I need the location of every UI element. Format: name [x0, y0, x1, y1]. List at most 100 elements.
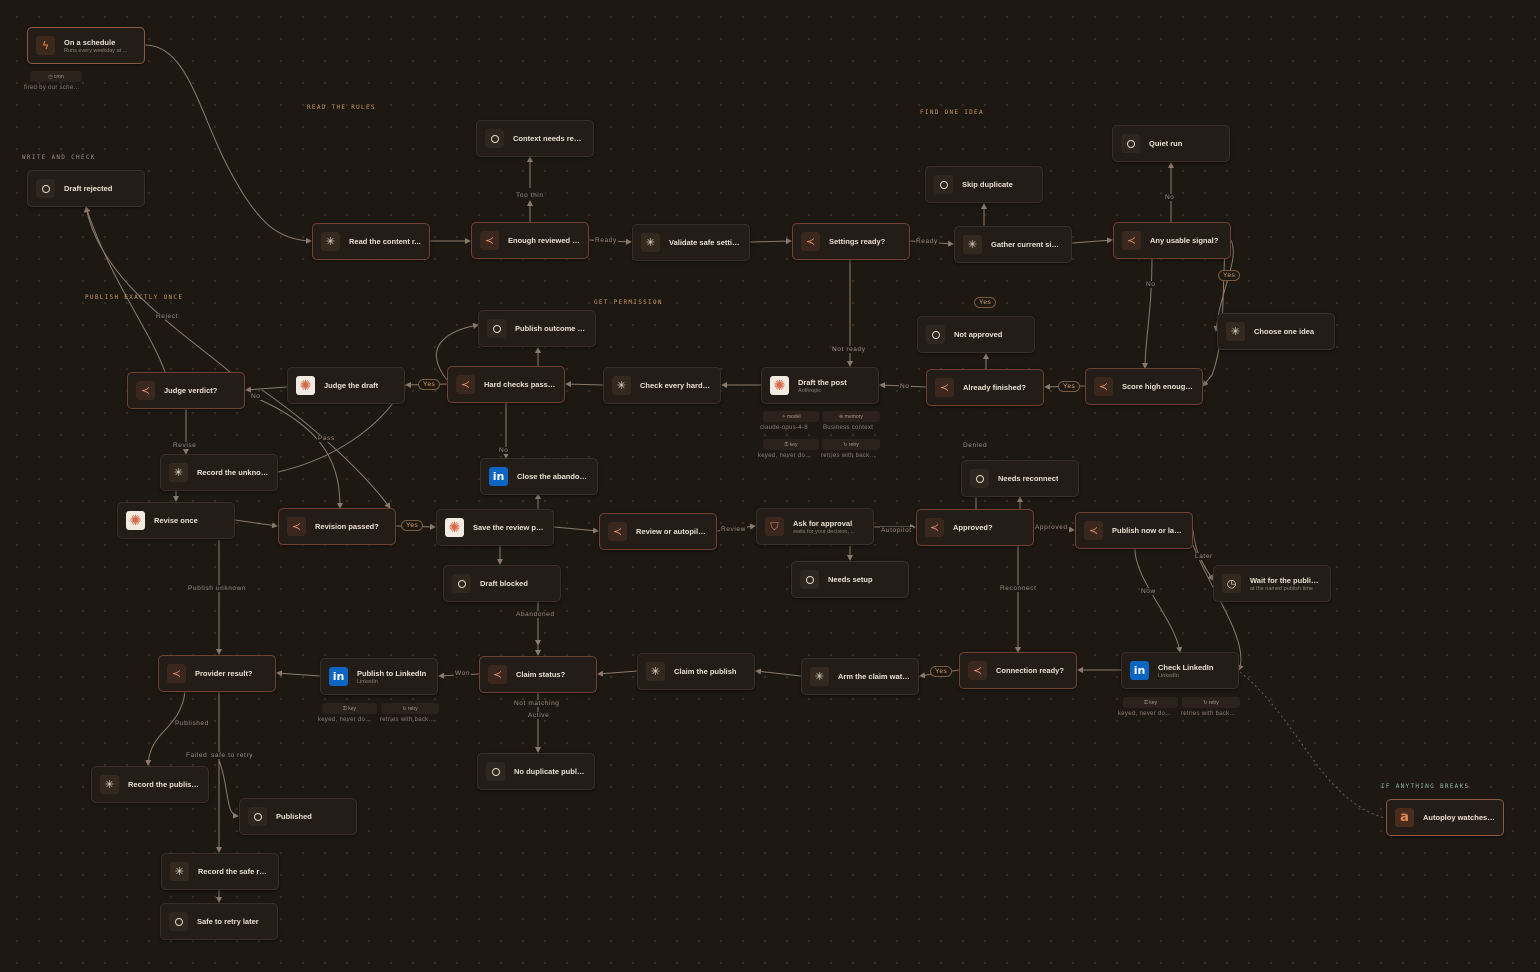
node-title: Settings ready? — [829, 237, 886, 246]
node-claim-status[interactable]: ≺ Claim status? — [479, 656, 597, 693]
node-settings-ready[interactable]: ≺ Settings ready? — [792, 223, 910, 260]
node-any-usable-signal[interactable]: ≺ Any usable signal? — [1113, 222, 1231, 259]
node-publish-outcome[interactable]: Publish outcome n... — [478, 310, 596, 347]
retry-icon: ↻ — [843, 441, 849, 448]
node-provider-result[interactable]: ≺ Provider result? — [158, 655, 276, 692]
branch-icon: ≺ — [480, 231, 499, 250]
node-record-the-safe-ref[interactable]: ✳ Record the safe ref... — [161, 853, 279, 890]
node-title: Check every hard r... — [640, 381, 712, 390]
edge-label-autopilot: Autopilot — [880, 527, 913, 534]
branch-icon: ≺ — [136, 381, 155, 400]
sparkle-icon: ✳ — [321, 232, 340, 251]
node-gather-current-signals[interactable]: ✳ Gather current sign... — [954, 226, 1072, 263]
chip-label: key — [789, 441, 798, 448]
cron-icon: ◷ — [48, 73, 55, 80]
node-judge-the-draft[interactable]: ✺ Judge the draft — [287, 367, 405, 404]
edge-label-not-matching: Not matching — [513, 700, 561, 707]
edge-label-yes: Yes — [1218, 270, 1241, 281]
edge-label-review: Review — [720, 526, 747, 533]
node-subtitle: at the named publish time — [1250, 585, 1313, 592]
node-title: Choose one idea — [1254, 327, 1315, 336]
key-icon: ⚿ — [1144, 699, 1150, 706]
node-already-finished[interactable]: ≺ Already finished? — [926, 369, 1044, 406]
edge-connector — [245, 386, 288, 393]
node-check-every-hard-rule[interactable]: ✳ Check every hard r... — [603, 367, 721, 404]
node-enough-reviewed[interactable]: ≺ Enough reviewed c... — [471, 222, 589, 259]
node-close-the-abandoned[interactable]: in Close the abandon... — [480, 458, 598, 495]
edge-label-denied: Denied — [962, 442, 989, 449]
key-icon: ⚿ — [784, 441, 790, 448]
edge-connector — [597, 670, 638, 677]
node-draft-rejected[interactable]: Draft rejected — [27, 170, 145, 207]
node-record-the-publish[interactable]: ✳ Record the publish... — [91, 766, 209, 803]
node-needs-setup[interactable]: Needs setup — [791, 561, 909, 598]
node-record-the-unknown[interactable]: ✳ Record the unknow... — [160, 454, 278, 491]
node-arm-the-claim-watch[interactable]: ✳ Arm the claim watc... — [801, 658, 919, 695]
stop-icon — [169, 912, 188, 931]
node-title: Claim the publish — [674, 667, 737, 676]
edge-label-no: No — [1145, 281, 1157, 288]
node-no-duplicate-publish[interactable]: No duplicate publish — [477, 753, 595, 790]
node-subtitle: LinkedIn — [357, 678, 378, 685]
edge-connector — [1134, 548, 1183, 653]
edge-label-approved: Approved — [1034, 524, 1069, 531]
node-title: Hard checks passed? — [484, 380, 556, 389]
anthropic-icon: ✺ — [770, 376, 789, 395]
node-not-approved[interactable]: Not approved — [917, 316, 1035, 353]
node-safe-to-retry-later[interactable]: Safe to retry later — [160, 903, 278, 940]
node-title: Autoploy watches t... — [1423, 813, 1495, 822]
node-published[interactable]: Published — [239, 798, 357, 835]
node-needs-reconnect[interactable]: Needs reconnect — [961, 460, 1079, 497]
node-title: Quiet run — [1149, 139, 1183, 148]
node-review-or-autopilot[interactable]: ≺ Review or autopilot? — [599, 513, 717, 550]
edge-label-yes: Yes — [974, 297, 997, 308]
node-wait-for-the-publish[interactable]: ◷ Wait for the publish...at the named pu… — [1213, 565, 1331, 602]
edge-connector — [144, 44, 312, 244]
node-validate-safe-settings[interactable]: ✳ Validate safe settings — [632, 224, 750, 261]
linkedin-icon: in — [489, 467, 508, 486]
edge-label-failed: Failed — [185, 752, 209, 759]
node-title: Record the publish... — [128, 780, 200, 789]
section-find-one-idea: FIND ONE IDEA — [920, 109, 984, 116]
node-read-the-content[interactable]: ✳ Read the content r... — [312, 223, 430, 260]
node-hard-checks-passed[interactable]: ≺ Hard checks passed? — [447, 366, 565, 403]
lightning-icon: ϟ — [36, 36, 55, 55]
node-choose-one-idea[interactable]: ✳ Choose one idea — [1217, 313, 1335, 350]
linkedin-icon: in — [1130, 661, 1149, 680]
anthropic-icon: ✺ — [296, 376, 315, 395]
edge-label-no: No — [250, 393, 262, 400]
edge-label-active: Active — [527, 712, 551, 719]
edge-connector — [84, 206, 166, 373]
node-connection-ready[interactable]: ≺ Connection ready? — [959, 652, 1077, 689]
branch-icon: ≺ — [801, 232, 820, 251]
node-save-the-review-package[interactable]: ✺ Save the review pa... — [436, 509, 554, 546]
node-title: Not approved — [954, 330, 1003, 339]
node-score-high-enough[interactable]: ≺ Score high enough? — [1085, 368, 1203, 405]
node-revision-passed[interactable]: ≺ Revision passed? — [278, 508, 396, 545]
node-publish-now-or-later[interactable]: ≺ Publish now or later? — [1075, 512, 1193, 549]
stop-icon — [248, 807, 267, 826]
node-title: Revision passed? — [315, 522, 379, 531]
node-context-needs-review[interactable]: Context needs review — [476, 120, 594, 157]
node-approved[interactable]: ≺ Approved? — [916, 509, 1034, 546]
node-quiet-run[interactable]: Quiet run — [1112, 125, 1230, 162]
node-title: Judge verdict? — [164, 386, 218, 395]
retry-icon: ↻ — [1203, 699, 1209, 706]
memory-icon: ⊜ — [839, 413, 845, 420]
node-draft-blocked[interactable]: Draft blocked — [443, 565, 561, 602]
edge-label-reconnect: Reconnect — [999, 585, 1038, 592]
node-autoploy-watches[interactable]: a Autoploy watches t... — [1386, 799, 1504, 836]
edge-label-yes: Yes — [418, 379, 441, 390]
node-judge-verdict[interactable]: ≺ Judge verdict? — [127, 372, 245, 409]
node-claim-the-publish[interactable]: ✳ Claim the publish — [637, 653, 755, 690]
node-revise-once[interactable]: ✺ Revise once — [117, 502, 235, 539]
model-icon: ✧ — [781, 413, 787, 420]
node-skip-duplicate[interactable]: Skip duplicate — [925, 166, 1043, 203]
node-title: Record the unknow... — [197, 468, 269, 477]
